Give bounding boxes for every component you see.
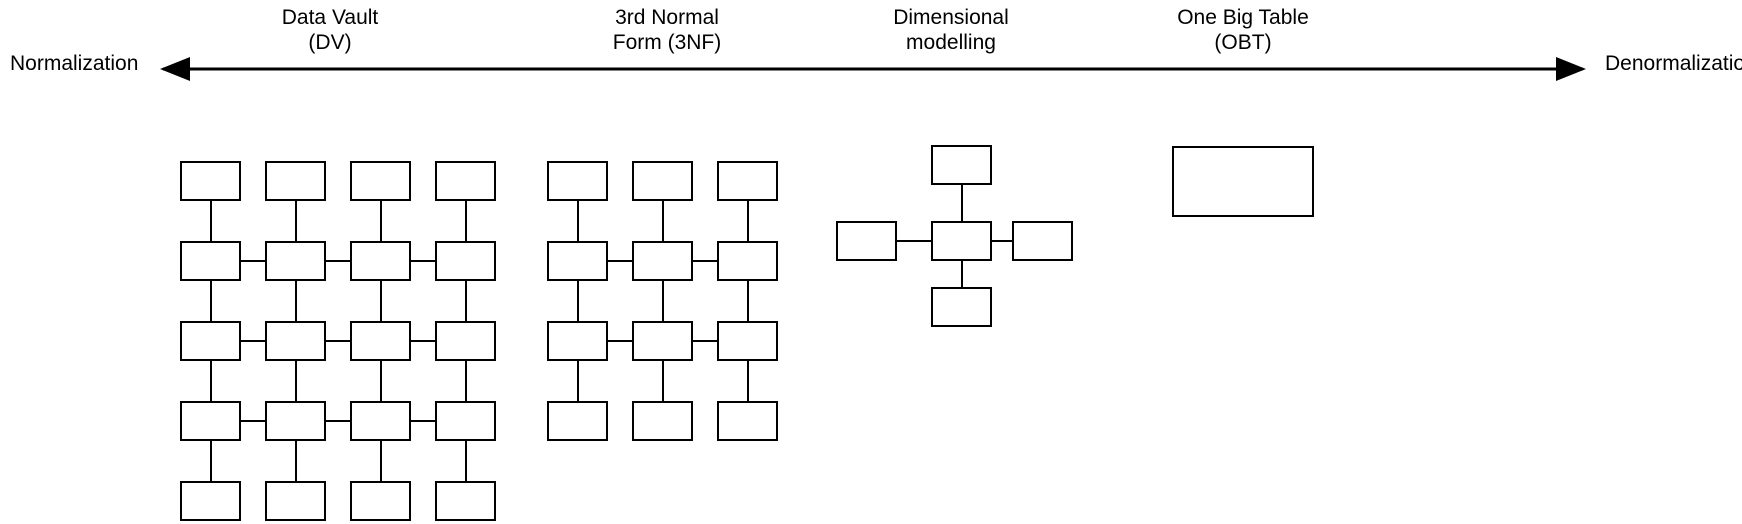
link-vertical xyxy=(209,201,212,241)
entity-box xyxy=(435,321,496,361)
link-vertical xyxy=(294,281,297,321)
column-title-3nf: 3rd Normal Form (3NF) xyxy=(612,6,722,54)
dimension-box-top xyxy=(931,145,992,185)
link-vertical xyxy=(576,281,579,321)
link-horizontal xyxy=(241,260,265,262)
entity-box xyxy=(350,481,411,521)
link-horizontal xyxy=(608,260,632,262)
entity-box xyxy=(547,161,608,201)
link-horizontal xyxy=(693,260,717,262)
column-title-one-big-table: One Big Table (OBT) xyxy=(1177,6,1309,54)
axis-label-normalization: Normalization xyxy=(10,52,139,75)
column-title-dimensional-modelling: Dimensional modelling xyxy=(893,6,1009,54)
link-vertical xyxy=(209,281,212,321)
entity-box xyxy=(265,161,326,201)
link-vertical xyxy=(576,361,579,401)
entity-box xyxy=(435,401,496,441)
entity-box xyxy=(632,241,693,281)
link-vertical xyxy=(209,441,212,481)
axis-label-denormalization: Denormalization xyxy=(1605,52,1742,75)
entity-box xyxy=(180,481,241,521)
link-vertical xyxy=(294,441,297,481)
entity-box xyxy=(632,321,693,361)
entity-box xyxy=(632,401,693,441)
column-title-data-vault: Data Vault (DV) xyxy=(281,6,379,54)
entity-box xyxy=(180,241,241,281)
link-horizontal xyxy=(608,340,632,342)
entity-box xyxy=(717,241,778,281)
link-vertical xyxy=(379,281,382,321)
link-vertical xyxy=(661,281,664,321)
entity-box xyxy=(265,321,326,361)
entity-box xyxy=(435,161,496,201)
entity-box xyxy=(180,401,241,441)
entity-box xyxy=(350,401,411,441)
link-vertical xyxy=(464,441,467,481)
link-vertical xyxy=(379,441,382,481)
link-horizontal xyxy=(411,420,435,422)
entity-box xyxy=(547,401,608,441)
entity-box xyxy=(547,321,608,361)
dimension-box-right xyxy=(1012,221,1073,261)
link-vertical xyxy=(464,361,467,401)
entity-box xyxy=(180,321,241,361)
link-horizontal xyxy=(326,340,350,342)
entity-box xyxy=(180,161,241,201)
entity-box xyxy=(350,161,411,201)
link-vertical xyxy=(576,201,579,241)
fact-table-box xyxy=(931,221,992,261)
link-vertical xyxy=(960,185,963,221)
entity-box xyxy=(435,481,496,521)
link-horizontal xyxy=(326,260,350,262)
dimension-box-bottom xyxy=(931,287,992,327)
one-big-table-box xyxy=(1172,146,1314,217)
link-vertical xyxy=(294,361,297,401)
entity-box xyxy=(435,241,496,281)
link-horizontal xyxy=(241,420,265,422)
entity-box xyxy=(350,321,411,361)
entity-box xyxy=(265,401,326,441)
entity-box xyxy=(265,241,326,281)
entity-box xyxy=(547,241,608,281)
dimension-box-left xyxy=(836,221,897,261)
link-horizontal xyxy=(241,340,265,342)
link-vertical xyxy=(661,201,664,241)
link-horizontal xyxy=(897,240,931,242)
entity-box xyxy=(632,161,693,201)
entity-box xyxy=(717,321,778,361)
entity-box xyxy=(350,241,411,281)
link-vertical xyxy=(464,201,467,241)
entity-box xyxy=(265,481,326,521)
link-vertical xyxy=(746,361,749,401)
entity-box xyxy=(717,401,778,441)
link-horizontal xyxy=(992,240,1012,242)
link-vertical xyxy=(294,201,297,241)
link-horizontal xyxy=(411,340,435,342)
link-vertical xyxy=(379,361,382,401)
link-horizontal xyxy=(411,260,435,262)
link-vertical xyxy=(746,201,749,241)
link-vertical xyxy=(661,361,664,401)
link-vertical xyxy=(746,281,749,321)
link-horizontal xyxy=(326,420,350,422)
entity-box xyxy=(717,161,778,201)
link-vertical xyxy=(960,261,963,287)
link-vertical xyxy=(379,201,382,241)
link-vertical xyxy=(209,361,212,401)
link-horizontal xyxy=(693,340,717,342)
link-vertical xyxy=(464,281,467,321)
